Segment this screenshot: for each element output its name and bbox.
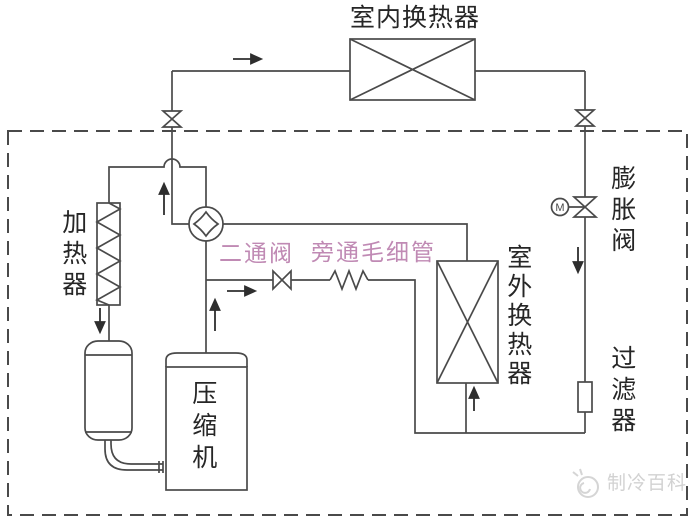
watermark-logo-icon (572, 468, 599, 498)
heater-icon (95, 202, 122, 306)
suction-fitting (158, 461, 164, 473)
dashed-boundary (7, 130, 688, 516)
arrow-up-compressor-suction (209, 297, 221, 331)
capillary-zigzag-icon (329, 268, 369, 292)
arrow-right-top (233, 53, 264, 65)
compressor-icon (165, 352, 248, 491)
label-expansion-valve: 膨胀阀 (607, 165, 636, 258)
indoor-heat-exchanger-icon (349, 38, 476, 101)
arrow-down-expansion-outlet (572, 247, 584, 275)
label-heater: 加热器 (58, 209, 87, 302)
label-filter: 过滤器 (607, 345, 636, 438)
two-way-valve-icon (272, 268, 292, 292)
four-way-valve-icon (188, 206, 224, 242)
valve-icon-right (573, 109, 597, 127)
valve-icon-left (160, 110, 184, 128)
accumulator-icon (84, 340, 133, 441)
label-bypass-capillary: 旁通毛细管 (311, 239, 436, 265)
arrow-down-heater-outlet (94, 308, 106, 335)
components (84, 38, 599, 491)
flow-arrows (94, 53, 584, 411)
pipe-left-riser-lower (171, 127, 189, 225)
pipe-suction-outer (104, 440, 163, 471)
expansion-valve-icon (550, 196, 599, 218)
pipe-suction-inner (110, 440, 163, 465)
label-outdoor-heat-exchanger: 室外换热器 (503, 244, 532, 389)
arrow-right-bypass (227, 285, 258, 297)
motor-label: M (555, 202, 564, 214)
motor-circle-icon (550, 197, 570, 217)
watermark: 制冷百科 (607, 473, 688, 494)
label-two-way-valve: 二通阀 (219, 240, 294, 266)
outdoor-heat-exchanger-icon (436, 260, 499, 384)
filter-icon (577, 381, 593, 413)
pipes (104, 70, 586, 473)
pipe-heater-feed (108, 158, 207, 207)
pipe-bypass-3 (368, 279, 585, 434)
pipe-to-outdoor-hx (223, 223, 468, 261)
label-indoor-heat-exchanger: 室内换热器 (350, 4, 481, 32)
arrow-up-left-riser (158, 181, 170, 215)
arrow-up-outdoor-hx-inlet (468, 385, 480, 411)
label-compressor: 压缩机 (188, 380, 217, 476)
